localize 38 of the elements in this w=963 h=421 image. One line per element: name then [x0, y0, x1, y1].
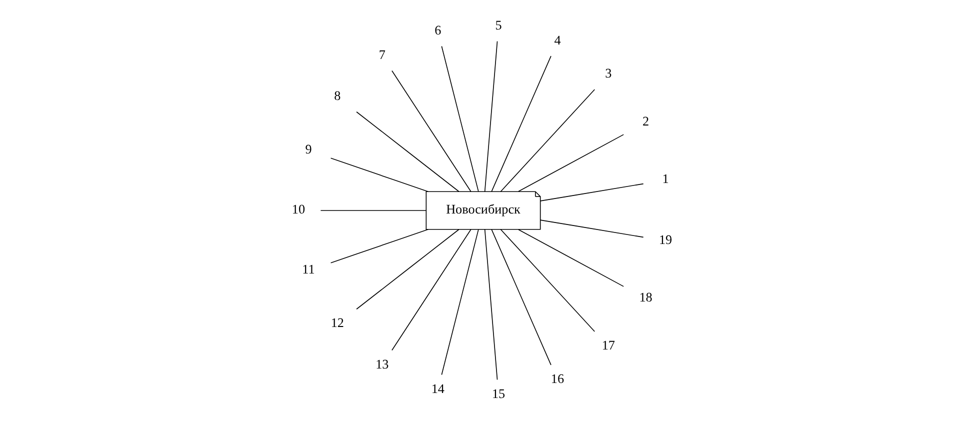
node-text: 18 — [638, 290, 652, 305]
node-text: 19 — [658, 232, 672, 248]
connector — [391, 70, 471, 192]
node-text: 1 — [662, 171, 668, 186]
node-text: 6 — [434, 22, 441, 38]
node-text: 9 — [304, 142, 312, 157]
connector — [330, 158, 428, 192]
node-text: 5 — [494, 17, 502, 32]
connector — [330, 229, 428, 264]
node-text: 17 — [601, 338, 614, 353]
node-text: 3 — [604, 66, 612, 81]
connector — [484, 229, 498, 380]
node-text: 7 — [378, 46, 385, 62]
node-text: 2 — [642, 114, 649, 129]
node-text: 8 — [334, 88, 340, 104]
node-text: 10 — [291, 202, 305, 217]
connector — [500, 89, 595, 192]
connector — [484, 40, 498, 192]
connector — [320, 210, 426, 211]
connector — [440, 229, 478, 376]
node-text: 14 — [430, 380, 444, 396]
connector — [391, 229, 471, 351]
node-text: 13 — [375, 356, 388, 372]
node-text: 15 — [491, 386, 505, 401]
node-text: 4 — [554, 32, 560, 48]
connector — [440, 46, 478, 192]
connector — [518, 229, 624, 287]
connector — [490, 56, 551, 192]
connector — [540, 183, 644, 202]
node-text: 12 — [330, 315, 344, 330]
connector — [356, 111, 459, 192]
node-text: 16 — [550, 370, 564, 386]
connector — [356, 229, 459, 310]
connector — [540, 220, 644, 238]
connector — [518, 134, 624, 192]
connector — [500, 229, 595, 332]
connector — [490, 229, 551, 366]
node-text: 11 — [302, 262, 314, 277]
